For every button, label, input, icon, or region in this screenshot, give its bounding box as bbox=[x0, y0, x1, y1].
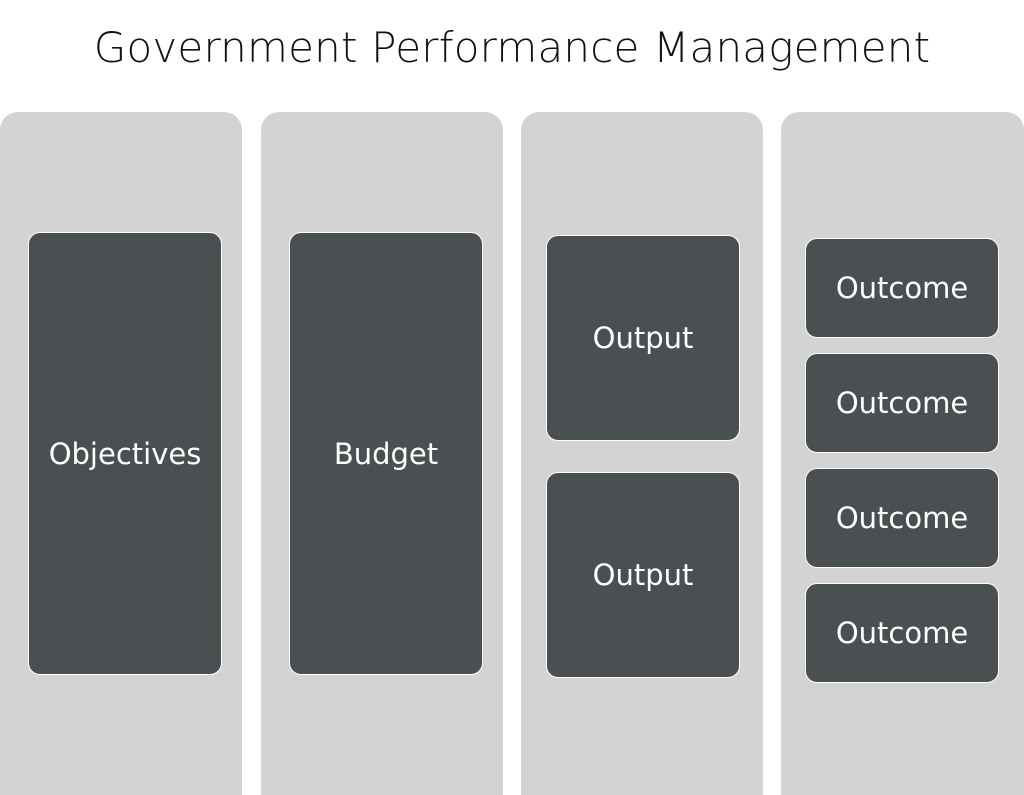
objectives-box: Objectives bbox=[28, 232, 222, 675]
outcome-label-1: Outcome bbox=[835, 271, 969, 305]
budget-label: Budget bbox=[333, 436, 439, 471]
output-box-1: Output bbox=[546, 235, 740, 441]
diagram-title: Government Performance Management bbox=[93, 23, 931, 72]
column-budget: Budget bbox=[261, 112, 503, 795]
outcome-label-4: Outcome bbox=[835, 616, 969, 650]
outcome-box-3: Outcome bbox=[805, 468, 999, 568]
output-label-1: Output bbox=[592, 321, 694, 355]
budget-box: Budget bbox=[289, 232, 483, 675]
output-label-2: Output bbox=[592, 558, 694, 592]
outcome-box-2: Outcome bbox=[805, 353, 999, 453]
outcome-box-1: Outcome bbox=[805, 238, 999, 338]
outcome-label-3: Outcome bbox=[835, 501, 969, 535]
outcome-label-2: Outcome bbox=[835, 386, 969, 420]
column-objectives: Objectives bbox=[0, 112, 242, 795]
column-outcome: Outcome Outcome Outcome Outcome bbox=[781, 112, 1024, 795]
output-box-2: Output bbox=[546, 472, 740, 678]
objectives-label: Objectives bbox=[48, 436, 202, 471]
outcome-box-4: Outcome bbox=[805, 583, 999, 683]
column-output: Output Output bbox=[521, 112, 763, 795]
